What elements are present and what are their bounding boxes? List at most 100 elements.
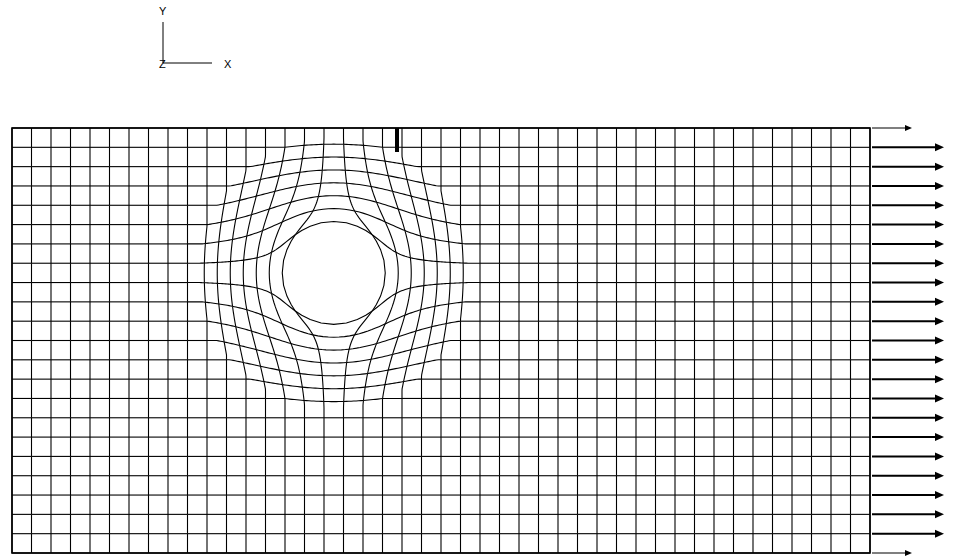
mesh-edge	[733, 128, 734, 147]
mesh-edge	[616, 128, 617, 147]
mesh-edge	[674, 186, 675, 205]
mesh-edge	[284, 476, 285, 495]
mesh-edge	[772, 514, 773, 533]
mesh-edge	[500, 398, 520, 399]
mesh-edge	[479, 437, 480, 456]
mesh-edge	[557, 128, 558, 147]
mesh-edge	[246, 514, 266, 515]
mesh-edge	[596, 534, 597, 553]
mesh-edge	[791, 283, 792, 302]
mesh-edge	[109, 283, 110, 302]
mesh-edge	[499, 321, 500, 340]
mesh-edge	[714, 456, 734, 457]
mesh-edge	[187, 437, 188, 456]
mesh-edge	[792, 263, 812, 264]
mesh-edge	[432, 219, 435, 239]
mesh-edge	[245, 534, 246, 553]
mesh-edge	[188, 398, 208, 399]
mesh-edge	[167, 244, 168, 263]
mesh-edge	[772, 321, 773, 340]
mesh-edge	[616, 456, 617, 475]
mesh-edge	[110, 514, 130, 515]
mesh-edge	[167, 514, 168, 533]
mesh-edge	[772, 341, 773, 360]
mesh-edge	[830, 302, 831, 321]
mesh-edge	[362, 514, 363, 533]
mesh-edge	[636, 166, 656, 167]
mesh-edge	[168, 147, 188, 148]
mesh-edge	[423, 260, 425, 285]
mesh-edge	[188, 456, 208, 457]
mesh-edge	[231, 260, 244, 261]
mesh-edge	[313, 209, 355, 211]
mesh-edge	[129, 533, 149, 534]
mesh-edge	[450, 262, 451, 283]
mesh-edge	[617, 340, 637, 341]
mesh-edge	[383, 437, 403, 438]
mesh-edge	[460, 186, 461, 205]
mesh-edge	[753, 263, 773, 264]
mesh-edge	[343, 495, 344, 514]
mesh-edge	[149, 514, 169, 515]
mesh-edge	[227, 360, 244, 363]
mesh-edge	[850, 302, 851, 321]
mesh-edge	[227, 514, 247, 515]
mesh-edge	[365, 373, 367, 387]
mesh-edge	[187, 360, 188, 379]
mesh-edge	[149, 379, 169, 380]
mesh-edge	[168, 514, 188, 515]
mesh-edge	[577, 418, 578, 437]
mesh-edge	[441, 147, 461, 148]
mesh-edge	[597, 321, 617, 322]
mesh-edge	[263, 209, 270, 231]
mesh-edge	[109, 534, 110, 553]
mesh-edge	[479, 321, 480, 340]
mesh-edge	[71, 243, 91, 244]
mesh-edge	[227, 147, 247, 148]
mesh-edge	[246, 164, 264, 166]
mesh-edge	[460, 147, 461, 166]
mesh-edge	[265, 456, 266, 475]
mesh-edge	[463, 282, 480, 283]
mesh-edge	[291, 344, 296, 360]
mesh-edge	[128, 360, 129, 379]
mesh-edge	[674, 302, 675, 321]
mesh-edge	[851, 243, 871, 244]
mesh-edge	[733, 186, 734, 205]
mesh-edge	[187, 398, 188, 417]
mesh-edge	[450, 262, 463, 264]
mesh-edge	[675, 166, 695, 167]
mesh-edge	[231, 239, 233, 261]
mesh-edge	[636, 456, 656, 457]
mesh-edge	[480, 243, 500, 244]
mesh-edge	[656, 340, 676, 341]
mesh-edge	[167, 225, 168, 244]
mesh-edge	[149, 321, 169, 322]
mesh-edge	[12, 398, 32, 399]
mesh-edge	[246, 456, 266, 457]
mesh-edge	[734, 514, 754, 515]
mesh-edge	[558, 437, 578, 438]
mesh-edge	[791, 167, 792, 186]
mesh-edge	[233, 306, 247, 309]
mesh-edge	[479, 244, 480, 263]
mesh-edge	[264, 147, 266, 164]
mesh-edge	[50, 225, 51, 244]
mesh-edge	[206, 321, 207, 340]
mesh-edge	[71, 437, 91, 438]
mesh-edge	[753, 514, 773, 515]
mesh-edge	[830, 534, 831, 553]
mesh-edge	[256, 258, 258, 288]
mesh-edge	[714, 359, 734, 360]
mesh-edge	[321, 363, 322, 376]
mesh-edge	[227, 183, 244, 186]
mesh-edge	[295, 221, 372, 234]
mesh-edge	[188, 475, 208, 476]
mesh-edge	[51, 321, 71, 322]
mesh-edge	[714, 494, 734, 495]
mesh-edge	[284, 534, 285, 553]
mesh-edge	[695, 437, 715, 438]
mesh-edge	[830, 476, 831, 495]
mesh-edge	[110, 147, 130, 148]
mesh-edge	[577, 283, 578, 302]
